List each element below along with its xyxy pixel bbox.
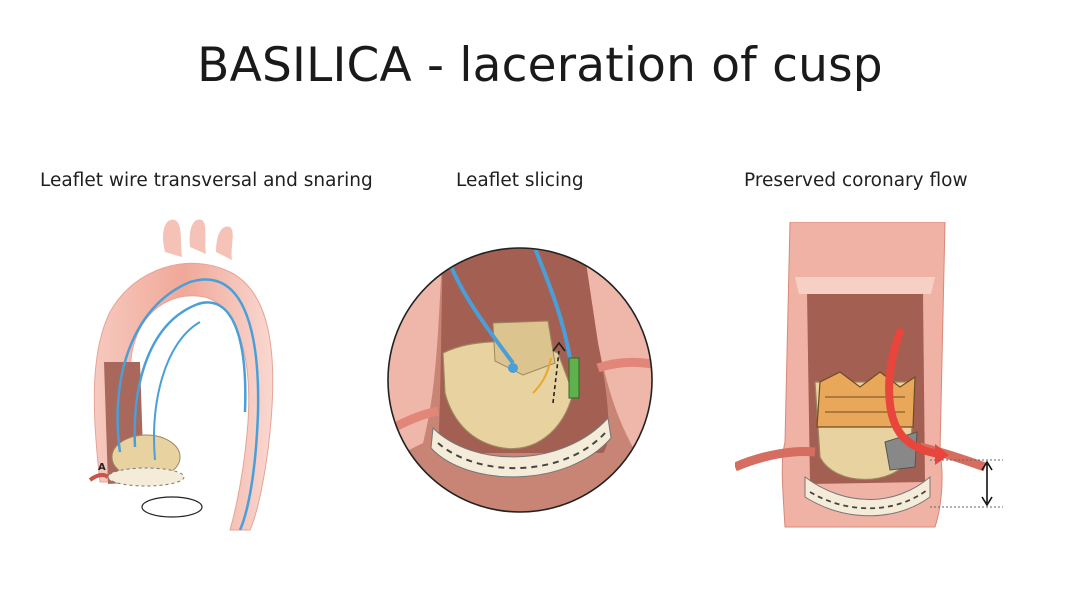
magnifier-ring <box>387 247 653 513</box>
coronary-flow-arrow <box>885 328 944 458</box>
marker-label-a: A <box>98 462 106 473</box>
left-coronary <box>735 447 816 472</box>
panel-caption-slicing: Leaflet slicing <box>456 170 584 191</box>
annulus-stitches <box>437 432 606 470</box>
slide-title: BASILICA - laceration of cusp <box>197 38 883 93</box>
wire-tip <box>508 363 518 373</box>
panel-caption-snaring: Leaflet wire transversal and snaring <box>40 170 373 191</box>
coronary-flow-illustration <box>735 222 1003 528</box>
guidewire-3 <box>153 321 201 461</box>
panel-caption-coronary-flow: Preserved coronary flow <box>744 170 968 191</box>
slice-path <box>552 350 560 404</box>
left-coronary <box>388 406 439 438</box>
carotid-branch <box>189 219 206 254</box>
slice-arrow <box>552 341 566 352</box>
leaflet-cusp <box>492 320 556 376</box>
leaflet-slicing-illustration <box>387 247 653 513</box>
tube-lip <box>795 277 935 294</box>
height-bracket-arrows <box>981 460 993 507</box>
aortic-arch-illustration: A <box>88 219 274 531</box>
electrified-wire-segment <box>568 357 580 399</box>
coronary-flow-arrowhead <box>935 444 949 465</box>
brachiocephalic-branch <box>163 219 182 257</box>
valve-ring <box>107 467 185 487</box>
right-coronary <box>596 357 652 373</box>
annulus-outline <box>141 496 203 518</box>
annulus-ring <box>430 416 612 478</box>
guidewire-2 <box>133 301 247 448</box>
laceration-line <box>532 357 552 394</box>
coronary-artery <box>88 473 110 482</box>
guidewire-1 <box>116 278 260 531</box>
height-guides <box>930 459 1003 508</box>
annulus-stitches <box>809 489 928 510</box>
annulus-ring <box>804 475 931 517</box>
subclavian-branch <box>216 226 233 260</box>
